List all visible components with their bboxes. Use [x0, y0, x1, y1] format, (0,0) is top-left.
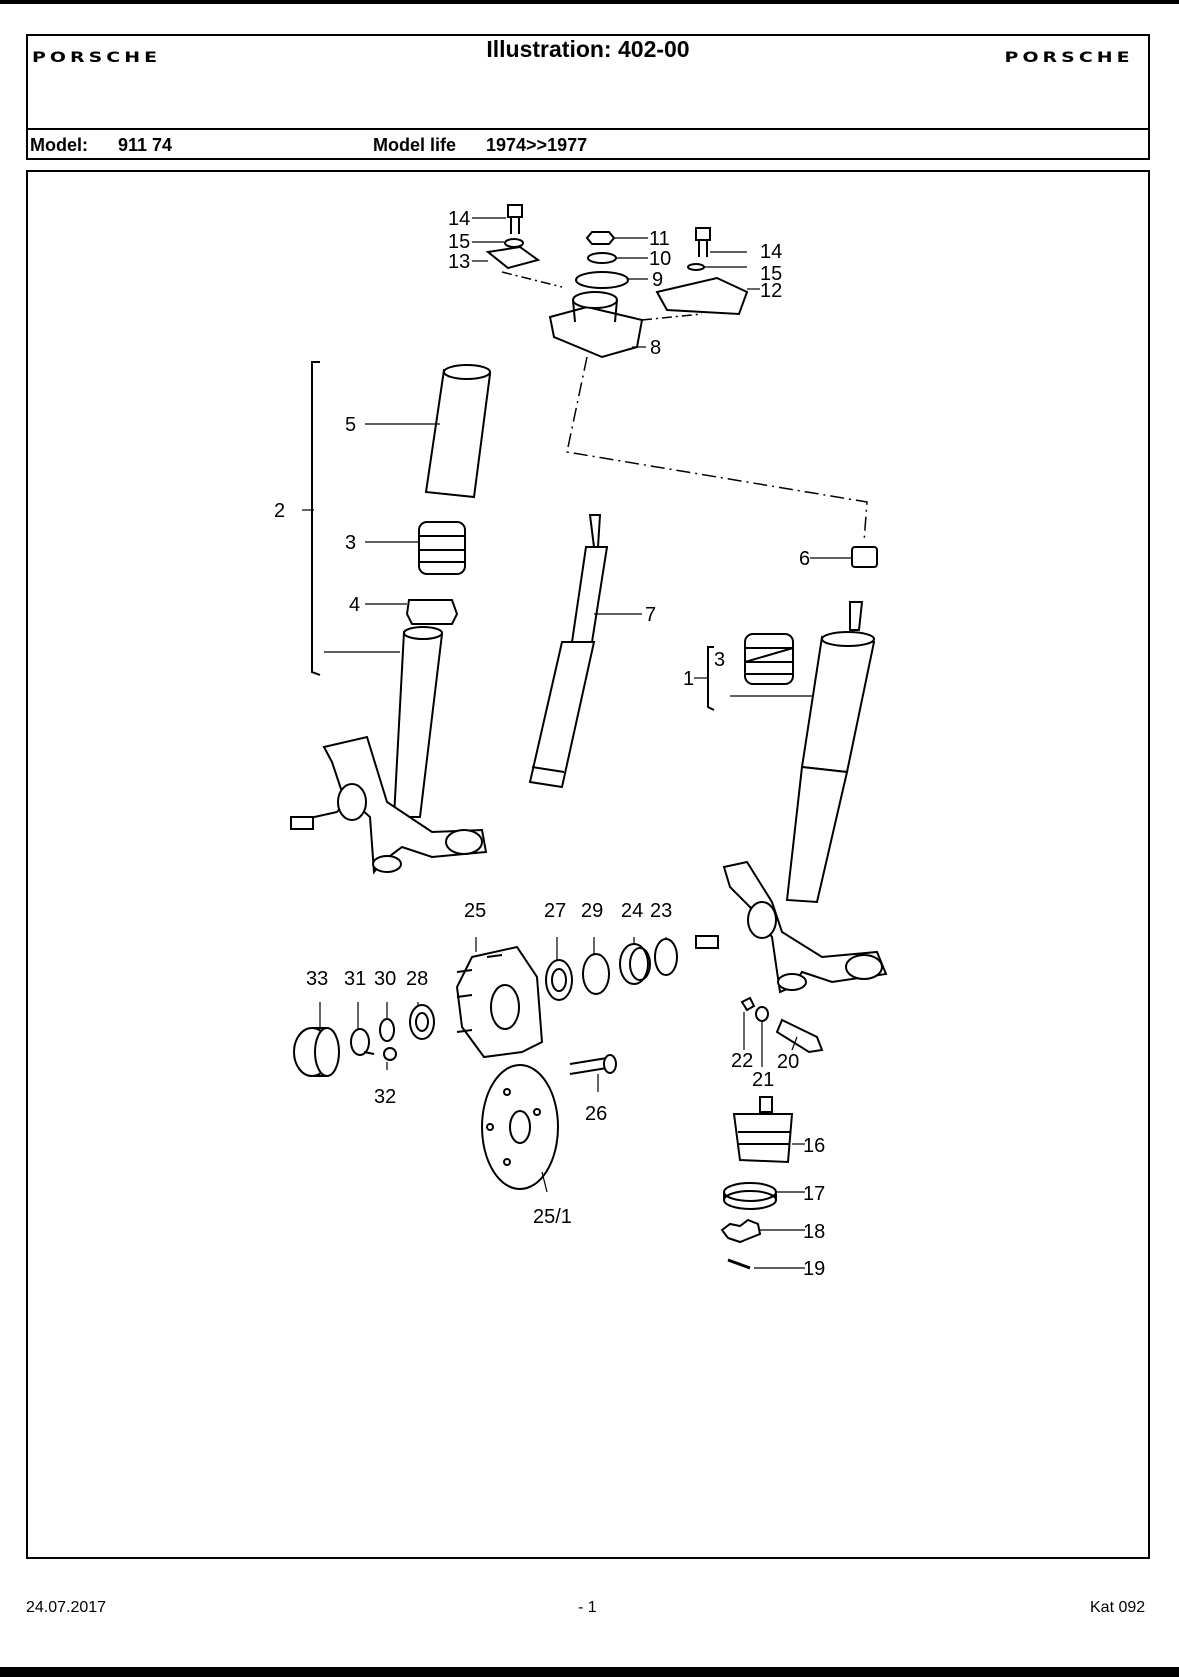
callout-9: 9	[652, 269, 663, 291]
strut-housing-left-group	[290, 361, 492, 875]
wheel-hub-group	[293, 938, 678, 1190]
callout-23: 23	[650, 900, 672, 922]
callout-29: 29	[581, 900, 603, 922]
callout-8: 8	[650, 337, 661, 359]
callout-1: 1	[683, 668, 694, 690]
callout-22: 22	[731, 1050, 753, 1072]
callout-32: 32	[374, 1086, 396, 1108]
model-info-row: Model: 911 74 Model life 1974>>1977	[26, 130, 1150, 160]
model-label: Model:	[30, 135, 88, 155]
footer-page: - 1	[578, 1599, 597, 1616]
callout-5: 5	[345, 414, 356, 436]
page-header: PORSCHE Illustration: 402-00 PORSCHE	[26, 34, 1150, 130]
callout-6: 6	[799, 548, 810, 570]
footer-date: 24.07.2017	[26, 1599, 107, 1616]
callout-16: 16	[803, 1135, 825, 1157]
porsche-logo-left: PORSCHE	[32, 50, 162, 66]
exploded-parts-diagram: 14 15 13 11 10 9 14 15 12 8 5 2 3 4 7 6 …	[274, 204, 888, 1280]
callout-4: 4	[349, 594, 360, 616]
callout-25: 25	[464, 900, 486, 922]
callout-14-left: 14	[448, 208, 470, 230]
illustration-title: Illustration: 402-00	[486, 36, 690, 62]
callout-11: 11	[649, 228, 670, 250]
strut-housing-right-group	[695, 546, 888, 994]
illustration-frame: 14 15 13 11 10 9 14 15 12 8 5 2 3 4 7 6 …	[26, 170, 1150, 1559]
model-life-label: Model life	[373, 135, 457, 155]
callout-15-right: 15	[760, 263, 782, 285]
top-rule	[0, 0, 1179, 4]
callout-31: 31	[344, 968, 366, 990]
callout-15-left: 15	[448, 231, 470, 253]
callout-17: 17	[803, 1183, 825, 1205]
callout-12: 12	[760, 280, 782, 302]
callout-2: 2	[274, 500, 285, 522]
callout-25-1: 25/1	[533, 1206, 572, 1228]
callout-33: 33	[306, 968, 328, 990]
strut-top-mount-group	[485, 204, 868, 543]
callout-28: 28	[406, 968, 428, 990]
shock-insert-group	[528, 514, 609, 789]
callout-30: 30	[374, 968, 396, 990]
footer-catalog: Kat 092	[1090, 1599, 1146, 1616]
callout-10: 10	[649, 248, 671, 270]
callout-21: 21	[752, 1069, 774, 1091]
callout-26: 26	[585, 1103, 607, 1125]
ball-joint-group	[720, 996, 824, 1270]
callout-13: 13	[448, 251, 470, 273]
callout-3-right: 3	[714, 649, 725, 671]
callout-27: 27	[544, 900, 566, 922]
callout-3-left: 3	[345, 532, 356, 554]
callout-labels: 14 15 13 11 10 9 14 15 12 8 5 2 3 4 7 6 …	[274, 208, 825, 1280]
model-life-value: 1974>>1977	[486, 135, 588, 155]
callout-20: 20	[777, 1051, 799, 1073]
callout-14-right: 14	[760, 241, 782, 263]
callout-19: 19	[803, 1258, 825, 1280]
callout-24: 24	[621, 900, 643, 922]
bottom-rule	[0, 1667, 1179, 1677]
model-value: 911 74	[118, 135, 173, 155]
callout-18: 18	[803, 1221, 825, 1243]
callout-7: 7	[645, 604, 656, 626]
porsche-logo-right: PORSCHE	[1004, 50, 1134, 66]
leader-lines	[302, 217, 852, 1269]
